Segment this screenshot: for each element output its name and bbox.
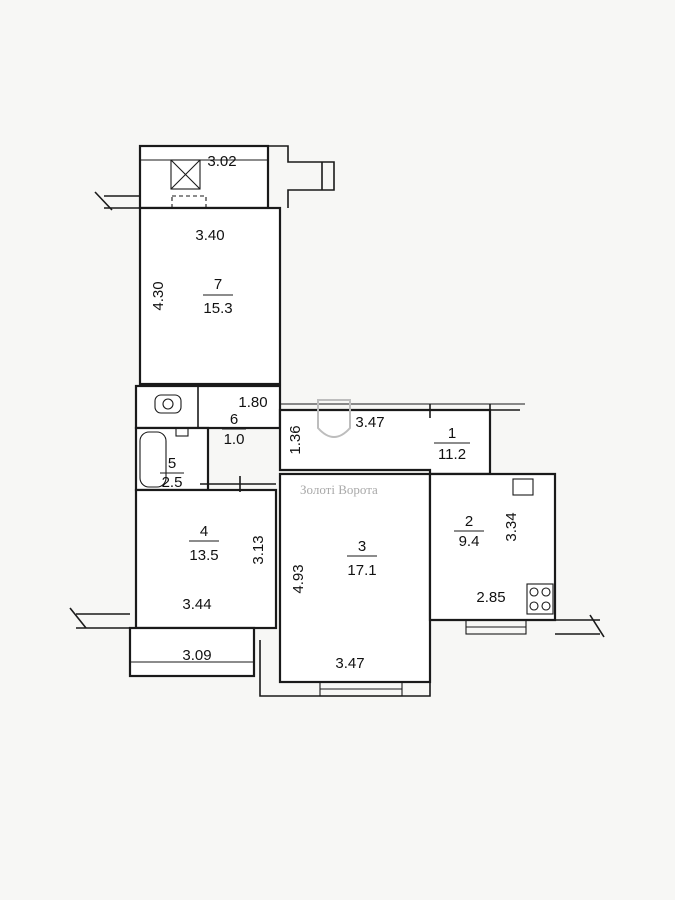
window-room-2: [465, 619, 527, 635]
bathtub-icon: [139, 427, 189, 488]
ventilation-icon: [170, 159, 201, 190]
room-5-number: 5: [168, 455, 176, 472]
room-1-area: 11.2: [438, 446, 466, 463]
watermark-logo: [317, 399, 351, 438]
room-label-4: 4 13.5: [189, 523, 219, 564]
room-label-6: 6 1.0: [222, 411, 246, 448]
dim-corridor-length: 3.47: [355, 414, 384, 431]
room-7: [138, 206, 282, 386]
room-3-area: 17.1: [347, 562, 376, 579]
wall-break-bottom-left: [69, 607, 130, 629]
dim-room4-height: 3.13: [250, 535, 267, 564]
dim-balcony-bottom-width: 3.09: [182, 647, 211, 664]
room-7-area: 15.3: [203, 300, 232, 317]
room-7-number: 7: [214, 276, 222, 293]
watermark-text: Золоті Ворота: [300, 482, 378, 497]
dim-balcony-top-width: 3.02: [207, 153, 236, 170]
room-label-2: 2 9.4: [454, 513, 484, 550]
balcony-top: [138, 144, 270, 211]
room-3-number: 3: [358, 538, 366, 555]
dim-room7-height: 4.30: [150, 281, 167, 310]
room-6-area: 1.0: [224, 431, 245, 448]
dim-room2-height: 3.34: [503, 512, 520, 541]
room-5-area: 2.5: [162, 474, 183, 491]
dim-room2-width: 2.85: [476, 589, 505, 606]
sink-icon: [512, 478, 534, 496]
room-4-area: 13.5: [189, 547, 218, 564]
room-1-corridor: [278, 403, 525, 477]
dim-room3-width: 3.47: [335, 655, 364, 672]
dim-corridor-height: 1.36: [287, 425, 304, 454]
room-2-number: 2: [465, 513, 473, 530]
room-2-area: 9.4: [459, 533, 480, 550]
room-label-3: 3 17.1: [347, 538, 377, 579]
stove-icon: [526, 583, 554, 615]
room-4-number: 4: [200, 523, 208, 540]
wall-break-bottom-right: [555, 614, 605, 638]
dim-room3-height: 4.93: [290, 564, 307, 593]
toilet-icon: [154, 394, 182, 414]
dim-room7-width: 3.40: [195, 227, 224, 244]
room-label-5: 5 2.5: [160, 455, 184, 491]
dim-room4-width: 3.44: [182, 596, 211, 613]
wall-stub-top-right: [268, 145, 335, 208]
balcony-bottom: [128, 626, 256, 678]
window-room-3: [259, 640, 431, 697]
wall-break-top-left: [94, 191, 140, 211]
room-6-number: 6: [230, 411, 238, 428]
dim-room6-width: 1.80: [238, 394, 267, 411]
room-1-number: 1: [448, 425, 456, 442]
room-label-7: 7 15.3: [203, 276, 233, 317]
room-label-1: 1 11.2: [434, 425, 470, 463]
